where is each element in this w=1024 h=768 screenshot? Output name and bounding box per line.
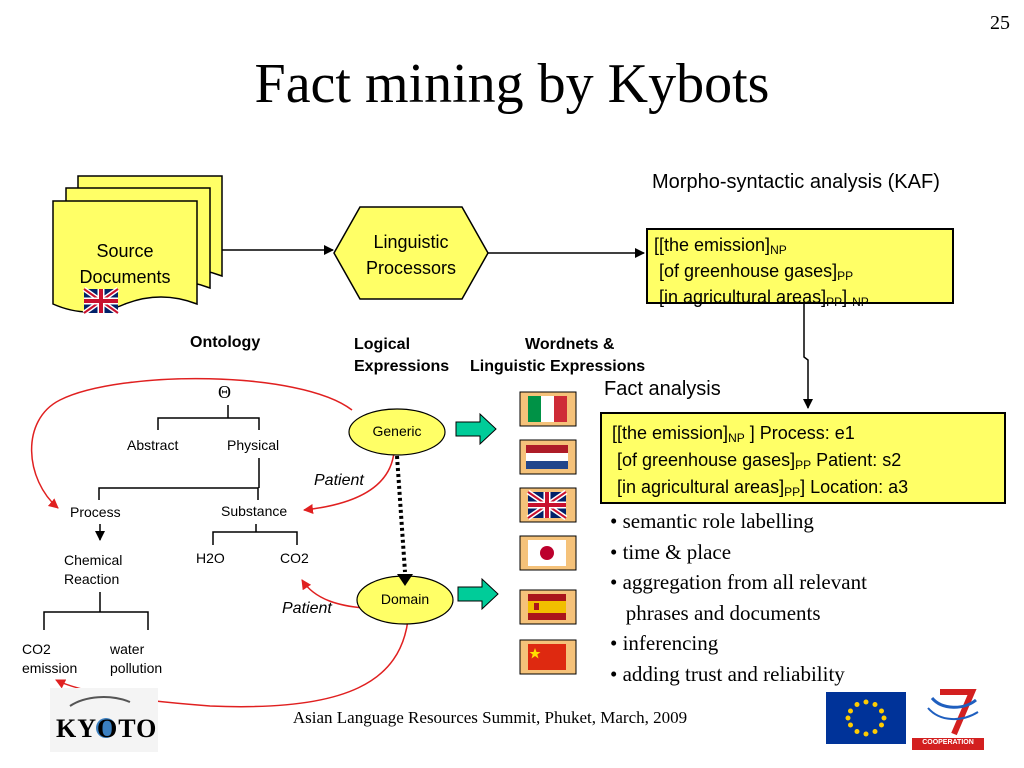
domain-label: Domain [380, 591, 430, 607]
wordnets-header-line2: Linguistic Expressions [470, 358, 646, 375]
ontology-process: Process [70, 504, 121, 520]
bullet-item: • aggregation from all relevant [610, 570, 867, 594]
flag-italy-icon [519, 391, 577, 427]
patient-label-upper: Patient [314, 472, 364, 489]
flag-uk-icon [519, 487, 577, 523]
kyoto-logo-text: KYOTO [56, 714, 158, 743]
ontology-water-pollution: water pollution [110, 640, 162, 678]
ontology-co2-emission: CO2 emission [22, 640, 77, 678]
wordnets-header-line1: Wordnets & [525, 336, 615, 353]
ontology-root: Θ [218, 382, 231, 402]
source-documents-line1: Source [96, 241, 154, 261]
page-number: 25 [990, 12, 1010, 34]
flag-japan-icon [519, 535, 577, 571]
co2em-line2: emission [22, 660, 78, 676]
flag-china-icon [519, 639, 577, 675]
logical-header-line2: Expressions [354, 358, 450, 375]
fact-line-2: [of greenhouse gases]PP Patient: s2 [612, 450, 902, 472]
kaf-line-3: [in agricultural areas]PP] NP [654, 287, 869, 309]
kaf-line-1: [[the emission]NP [654, 235, 787, 257]
kaf-box: [[the emission]NP [of greenhouse gases]P… [646, 228, 954, 308]
bullet-list: • semantic role labelling • time & place… [610, 506, 1010, 689]
patient-label-lower: Patient [282, 600, 332, 617]
kaf-line-2: [of greenhouse gases]PP [654, 261, 854, 283]
chemical-line1: Chemical [64, 552, 123, 568]
bullet-item: • inferencing [610, 631, 719, 655]
ontology-tree-lines [43, 405, 298, 630]
ontology-abstract: Abstract [127, 437, 179, 453]
logical-header-line1: Logical [354, 336, 411, 353]
fp7-logo [912, 689, 984, 750]
fp7-logo-text: COOPERATION [922, 739, 974, 746]
bullet-item: • semantic role labelling [610, 509, 814, 533]
kaf-heading: Morpho-syntactic analysis (KAF) [652, 171, 940, 193]
wordnets-header: Wordnets & Linguistic Expressions [470, 334, 700, 378]
bullet-item: phrases and documents [610, 600, 821, 625]
ontology-physical: Physical [227, 437, 280, 453]
fact-line-3: [in agricultural areas]PP] Location: a3 [612, 477, 909, 499]
chemical-line2: Reaction [64, 571, 120, 587]
eu-flag-icon [826, 692, 906, 744]
kyoto-logo [50, 688, 158, 752]
fact-line-1: [[the emission]NP ] Process: e1 [612, 423, 855, 445]
ontology-substance: Substance [221, 503, 288, 519]
arrow-kaf-to-fact [803, 304, 813, 409]
ontology-header: Ontology [190, 334, 261, 351]
processor-hexagon [333, 206, 489, 300]
source-documents-line2: Documents [79, 267, 171, 287]
source-documents-shape [52, 175, 223, 313]
water-line2: pollution [110, 660, 163, 676]
generic-to-wordnet-arrow [455, 412, 497, 446]
dotted-generic-to-domain [395, 455, 407, 573]
slide-title: Fact mining by Kybots [254, 53, 770, 115]
processor-line2: Processors [365, 258, 457, 278]
fact-analysis-box: [[the emission]NP ] Process: e1 [of gree… [600, 412, 1006, 504]
bullet-item: • time & place [610, 539, 732, 564]
fact-analysis-heading: Fact analysis [604, 378, 721, 400]
generic-node [348, 408, 446, 456]
generic-label: Generic [372, 423, 422, 439]
processor-label: Linguistic Processors [340, 229, 482, 281]
bullet-item: • adding trust and reliability [610, 661, 845, 686]
processor-line1: Linguistic [373, 232, 449, 252]
uk-flag-icon [82, 286, 120, 316]
water-line1: water [110, 641, 145, 657]
footer-text: Asian Language Resources Summit, Phuket,… [292, 708, 688, 727]
ontology-co2: CO2 [280, 550, 309, 566]
flag-spain-icon [519, 589, 577, 625]
ontology-chemical-reaction: Chemical Reaction [64, 551, 122, 589]
flag-netherlands-icon [519, 439, 577, 475]
logical-header: Logical Expressions [354, 334, 449, 378]
co2em-line1: CO2 [22, 641, 51, 657]
source-documents-label: Source Documents [55, 238, 195, 290]
ontology-h2o: H2O [196, 550, 225, 566]
domain-to-wordnet-arrow [457, 577, 499, 611]
